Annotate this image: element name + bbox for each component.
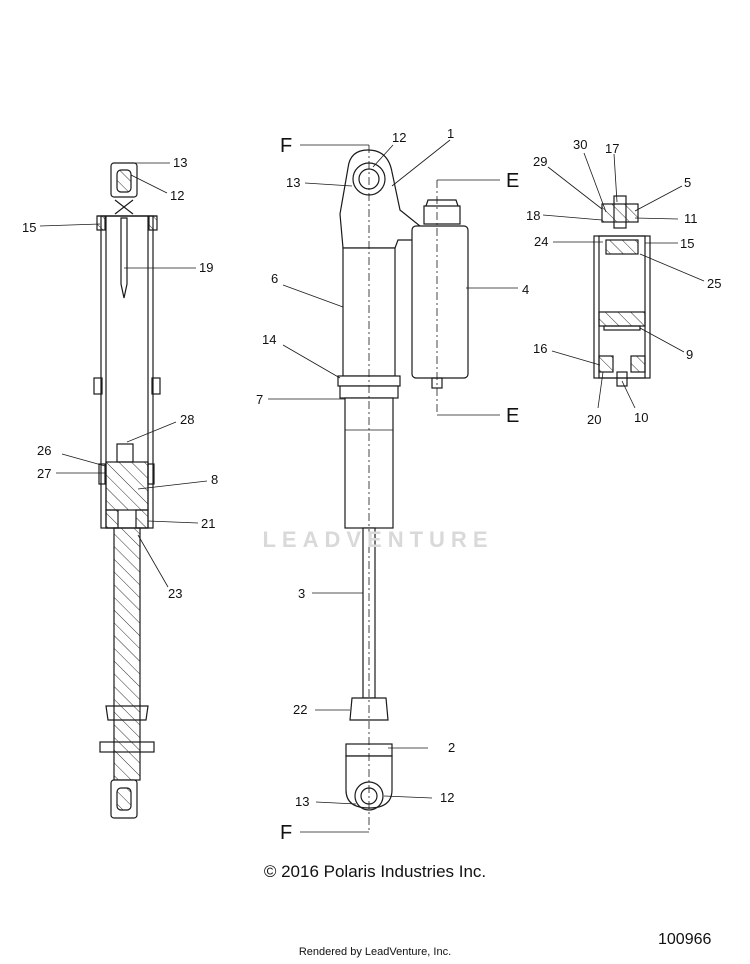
reservoir-section [593,195,651,387]
callout-res-30: 30 [573,137,587,152]
section-view [93,162,161,819]
leader-lines [39,139,705,805]
assembled-shock [300,144,500,833]
callout-main-12-top: 12 [392,130,406,145]
callout-main-13-bottom: 13 [295,794,309,809]
callout-main-22: 22 [293,702,307,717]
callout-res-18: 18 [526,208,540,223]
callout-sec-28: 28 [180,412,194,427]
section-mark-e-bottom: E [506,405,519,427]
callout-main-7: 7 [256,392,263,407]
section-mark-e-top: E [506,170,519,192]
callout-main-12-bottom: 12 [440,790,454,805]
callout-res-29: 29 [533,154,547,169]
callout-sec-8: 8 [211,472,218,487]
callout-res-16: 16 [533,341,547,356]
section-mark-f-bottom: F [280,822,292,844]
callout-sec-12: 12 [170,188,184,203]
callout-main-13-top: 13 [286,175,300,190]
callout-main-4: 4 [522,282,529,297]
callout-res-25: 25 [707,276,721,291]
callout-sec-23: 23 [168,586,182,601]
callout-main-1: 1 [447,126,454,141]
callout-res-9: 9 [686,347,693,362]
callout-sec-27: 27 [37,466,51,481]
callout-res-11: 11 [684,211,698,226]
callout-main-6: 6 [271,271,278,286]
callout-main-2: 2 [448,740,455,755]
callout-labels: 13 12 15 19 28 26 27 8 21 23 12 1 13 6 4… [22,126,721,844]
callout-res-15: 15 [680,236,694,251]
diagram-number: 100966 [658,931,712,948]
callout-res-17: 17 [605,141,619,156]
callout-sec-19: 19 [199,260,213,275]
callout-res-20: 20 [587,412,601,427]
callout-main-14: 14 [262,332,276,347]
callout-sec-15: 15 [22,220,36,235]
callout-res-10: 10 [634,410,648,425]
callout-sec-13: 13 [173,155,187,170]
callout-sec-21: 21 [201,516,215,531]
rendered-by-text: Rendered by LeadVenture, Inc. [298,946,452,958]
watermark: LEADVENTURE [262,527,494,552]
callout-sec-26: 26 [37,443,51,458]
section-mark-f-top: F [280,135,292,157]
callout-main-3: 3 [298,586,305,601]
copyright-text: © 2016 Polaris Industries Inc. [263,862,487,881]
callout-res-5: 5 [684,175,691,190]
callout-res-24: 24 [534,234,548,249]
